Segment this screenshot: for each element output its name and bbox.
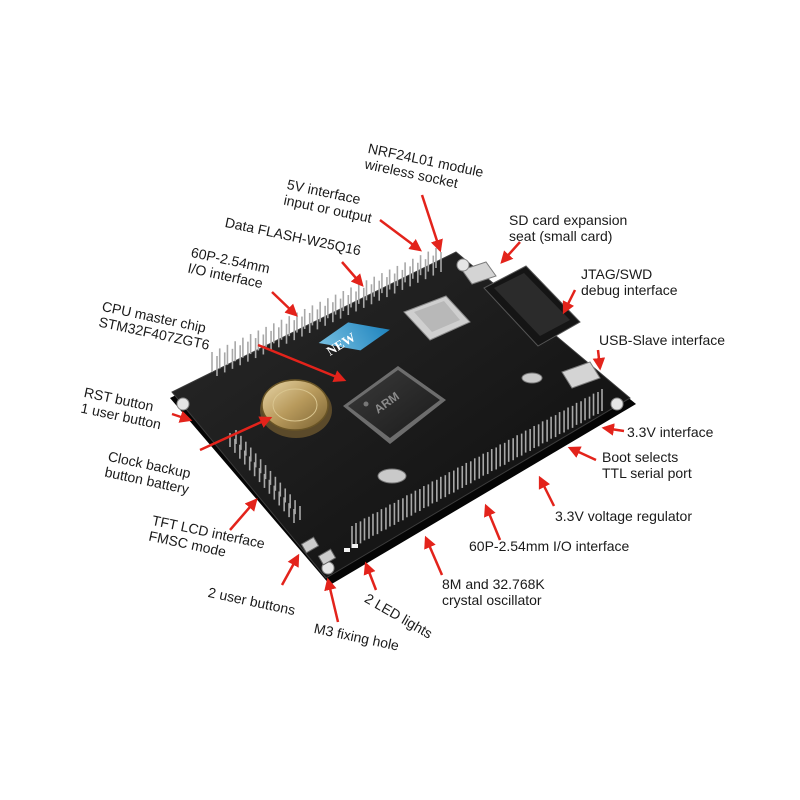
- mounting-hole-left: [176, 397, 190, 411]
- label-boot-select: Boot selects TTL serial port: [602, 449, 692, 481]
- arrow-user2: [280, 553, 300, 586]
- arrow-5v: [379, 219, 422, 252]
- sd-card-slot: [403, 295, 471, 341]
- label-jtag-swd: JTAG/SWD debug interface: [581, 266, 678, 298]
- arrow-tft: [229, 498, 258, 531]
- usb-connector-top: [461, 261, 497, 285]
- label-line-1: USB-Slave interface: [599, 332, 726, 348]
- label-line-1: SD card expansion: [509, 212, 628, 228]
- arrow-nrf: [420, 194, 443, 253]
- arrow-clock: [199, 416, 273, 452]
- arrow-io-bot: [484, 503, 502, 541]
- coin-battery: [260, 379, 332, 438]
- arrow-reg: [538, 475, 556, 507]
- mounting-hole-right: [610, 397, 624, 411]
- label-line-2: debug interface: [581, 282, 678, 298]
- label-io-bottom: 60P-2.54mm I/O interface: [469, 538, 629, 554]
- callout-arrows: [171, 194, 625, 623]
- arrow-jtag: [562, 289, 577, 315]
- label-line-1: 3.3V interface: [627, 424, 714, 440]
- label-3v3-interface: 3.3V interface: [627, 424, 713, 440]
- arrow-crystal: [424, 535, 444, 576]
- label-line-1: JTAG/SWD: [581, 266, 653, 282]
- label-line-2: TTL serial port: [602, 465, 692, 481]
- pin-headers: [211, 248, 603, 548]
- label-line-1: Boot selects: [602, 449, 679, 465]
- label-line-1: 60P-2.54mm I/O interface: [469, 538, 630, 554]
- pin-header-tft: [229, 430, 301, 523]
- label-line-2: seat (small card): [509, 228, 613, 244]
- pin-header-bottom: [351, 389, 603, 548]
- label-usb-slave: USB-Slave interface: [599, 332, 725, 348]
- arrow-m3: [324, 577, 340, 623]
- label-line-1: 8M and 32.768K: [442, 576, 545, 592]
- label-line-1: 3.3V voltage regulator: [555, 508, 692, 524]
- crystal-8m: [377, 468, 407, 484]
- arrow-boot: [567, 446, 597, 462]
- arrow-3v3: [601, 423, 625, 436]
- mcu-chip: ARM: [343, 366, 446, 444]
- arrow-led: [363, 561, 378, 591]
- arrow-flash: [341, 261, 364, 287]
- label-voltage-regulator: 3.3V voltage regulator: [555, 508, 692, 524]
- led-lights: [344, 544, 358, 552]
- mounting-hole-top: [456, 258, 470, 272]
- arrow-usb: [592, 349, 606, 371]
- pin-header-top: [211, 248, 442, 376]
- arrow-cpu: [257, 343, 347, 383]
- label-line-2: crystal oscillator: [442, 592, 542, 608]
- arrow-sd: [500, 241, 521, 264]
- label-crystal: 8M and 32.768K crystal oscillator: [442, 576, 545, 608]
- usb-connector-right: [561, 361, 601, 389]
- mounting-holes: [176, 258, 624, 575]
- arrow-io-top: [271, 291, 298, 317]
- user-buttons: [300, 536, 337, 566]
- jtag-header: [483, 265, 581, 347]
- arrow-rst: [171, 410, 193, 423]
- label-sd-card: SD card expansion seat (small card): [509, 212, 627, 244]
- crystal-32k: [521, 372, 543, 384]
